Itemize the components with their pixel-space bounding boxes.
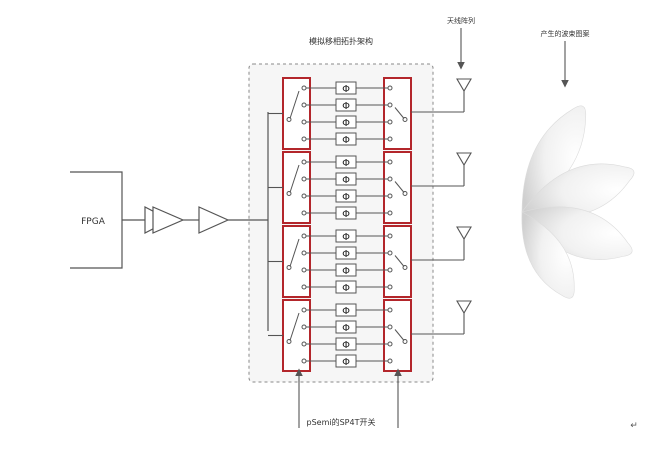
- switch-contact: [387, 159, 393, 165]
- switch-lever: [289, 90, 300, 119]
- switch-contact: [301, 136, 307, 142]
- phase-symbol: Φ: [342, 306, 350, 317]
- switch-lever: [289, 238, 300, 267]
- phase-shifter-icon: [335, 280, 357, 294]
- switch-contact: [301, 193, 307, 199]
- phase-symbol: Φ: [342, 209, 350, 220]
- switch-contact: [301, 358, 307, 364]
- switch-lever: [394, 181, 405, 193]
- switch-lever: [394, 107, 405, 119]
- switch-contact: [387, 193, 393, 199]
- phase-symbol: Φ: [342, 135, 350, 146]
- switch-contact: [301, 85, 307, 91]
- phase-symbol: Φ: [342, 323, 350, 334]
- switch-lever: [394, 255, 405, 267]
- switch-lever: [394, 329, 405, 341]
- switch-lever: [289, 312, 300, 341]
- switch-note-label: pSemi的SP4T开关: [307, 417, 376, 427]
- diagram-title: 模拟移相拓扑架构: [309, 36, 373, 46]
- antenna-icon: [456, 226, 472, 241]
- phase-symbol: Φ: [342, 158, 350, 169]
- amplifier-icon: [144, 206, 185, 234]
- switch-contact: [387, 119, 393, 125]
- phase-shifter-icon: [335, 246, 357, 260]
- switch-contact: [301, 210, 307, 216]
- switch-contact: [387, 102, 393, 108]
- phase-shifter-icon: [335, 115, 357, 129]
- switch-contact: [301, 267, 307, 273]
- phase-symbol: Φ: [342, 192, 350, 203]
- switch-contact: [387, 324, 393, 330]
- phase-symbol: Φ: [342, 249, 350, 260]
- switch-contact: [301, 324, 307, 330]
- switch-contact: [301, 119, 307, 125]
- switch-contact: [301, 307, 307, 313]
- switch-contact: [301, 102, 307, 108]
- phase-shifter-icon: [335, 263, 357, 277]
- switch-contact: [387, 136, 393, 142]
- switch-contact: [387, 210, 393, 216]
- phase-symbol: Φ: [342, 232, 350, 243]
- phase-shifter-icon: [335, 303, 357, 317]
- phase-shifter-icon: [335, 229, 357, 243]
- phase-shifter-icon: [335, 337, 357, 351]
- phase-symbol: Φ: [342, 118, 350, 129]
- switch-contact: [301, 159, 307, 165]
- switch-contact: [301, 284, 307, 290]
- switch-contact: [387, 233, 393, 239]
- switch-contact: [387, 85, 393, 91]
- phase-shifter-icon: [335, 320, 357, 334]
- switch-contact: [301, 176, 307, 182]
- phase-shifter-icon: [335, 81, 357, 95]
- switch-lever: [289, 164, 300, 193]
- beam-pattern-label: 产生的波束图案: [541, 29, 590, 38]
- phase-shifter-icon: [335, 206, 357, 220]
- antenna-array-label: 天线阵列: [447, 16, 475, 25]
- switch-contact: [387, 358, 393, 364]
- phase-symbol: Φ: [342, 283, 350, 294]
- phase-symbol: Φ: [342, 175, 350, 186]
- fpga-label: FPGA: [81, 217, 106, 227]
- switch-contact: [301, 233, 307, 239]
- phase-symbol: Φ: [342, 340, 350, 351]
- switch-contact: [387, 176, 393, 182]
- beam-pattern: [521, 105, 635, 299]
- antenna-icon: [456, 300, 472, 315]
- switch-contact: [387, 284, 393, 290]
- phase-symbol: Φ: [342, 101, 350, 112]
- phase-shifter-icon: [335, 354, 357, 368]
- switch-contact: [301, 250, 307, 256]
- beam-lobe: [521, 211, 575, 299]
- switch-contact: [387, 341, 393, 347]
- amplifier-icon: [198, 206, 230, 234]
- switch-contact: [387, 307, 393, 313]
- switch-contact: [387, 267, 393, 273]
- switch-contact: [387, 250, 393, 256]
- return-mark: ↵: [630, 421, 638, 431]
- antenna-icon: [456, 78, 472, 93]
- phase-shifter-icon: [335, 98, 357, 112]
- phase-symbol: Φ: [342, 266, 350, 277]
- phase-shifter-icon: [335, 155, 357, 169]
- phase-symbol: Φ: [342, 84, 350, 95]
- phase-symbol: Φ: [342, 357, 350, 368]
- switch-contact: [301, 341, 307, 347]
- phase-shifter-icon: [335, 189, 357, 203]
- phase-shifter-icon: [335, 172, 357, 186]
- antenna-icon: [456, 152, 472, 167]
- phase-shifter-icon: [335, 132, 357, 146]
